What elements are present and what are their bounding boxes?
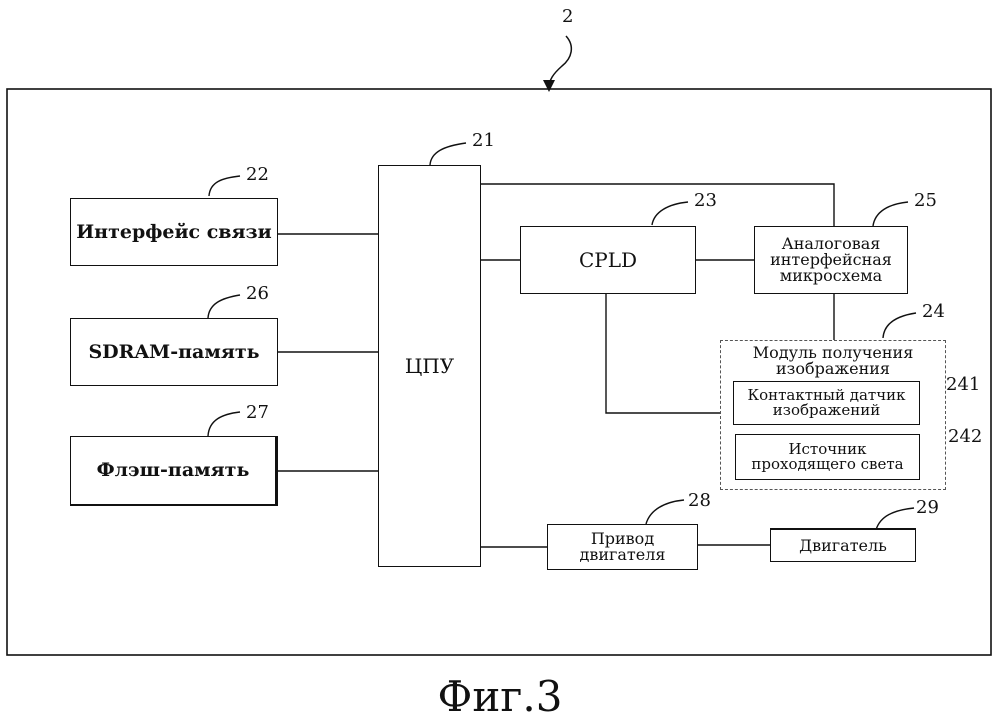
ref-24: 24 (922, 301, 945, 322)
cpu-block: ЦПУ (378, 165, 481, 567)
analog-interface-chip-label: Аналоговая интерфейсная микросхема (770, 236, 892, 284)
communication-interface-label: Интерфейс связи (76, 223, 272, 242)
ref-2: 2 (562, 6, 573, 27)
sdram-label: SDRAM-память (88, 343, 259, 362)
ref-241: 241 (946, 374, 980, 395)
sdram-block: SDRAM-память (70, 318, 278, 386)
cpld-label: CPLD (579, 250, 637, 270)
transmitted-light-source-block: Источник проходящего света (735, 434, 920, 480)
communication-interface-block: Интерфейс связи (70, 198, 278, 266)
image-acquisition-module-label: Модуль получения изображения (753, 345, 914, 377)
ref-27: 27 (246, 402, 269, 423)
figure-caption: Фиг.3 (0, 672, 1000, 721)
ref-25: 25 (914, 190, 937, 211)
ref-26: 26 (246, 283, 269, 304)
cpu-label: ЦПУ (405, 356, 454, 376)
ref-23: 23 (694, 190, 717, 211)
ref-21: 21 (472, 130, 495, 151)
motor-block: Двигатель (770, 528, 916, 562)
contact-image-sensor-block: Контактный датчик изображений (733, 381, 920, 425)
motor-driver-label: Привод двигателя (579, 531, 665, 563)
transmitted-light-source-label: Источник проходящего света (751, 442, 903, 472)
analog-interface-chip-block: Аналоговая интерфейсная микросхема (754, 226, 908, 294)
ref-29: 29 (916, 497, 939, 518)
flash-memory-block: Флэш-память (70, 436, 278, 506)
ref-22: 22 (246, 164, 269, 185)
ref-28: 28 (688, 490, 711, 511)
contact-image-sensor-label: Контактный датчик изображений (747, 388, 905, 418)
main-ref-arrowhead (543, 80, 555, 92)
motor-label: Двигатель (799, 538, 887, 554)
flash-memory-label: Флэш-память (97, 461, 250, 480)
ref-242: 242 (948, 426, 982, 447)
motor-driver-block: Привод двигателя (547, 524, 698, 570)
cpld-block: CPLD (520, 226, 696, 294)
